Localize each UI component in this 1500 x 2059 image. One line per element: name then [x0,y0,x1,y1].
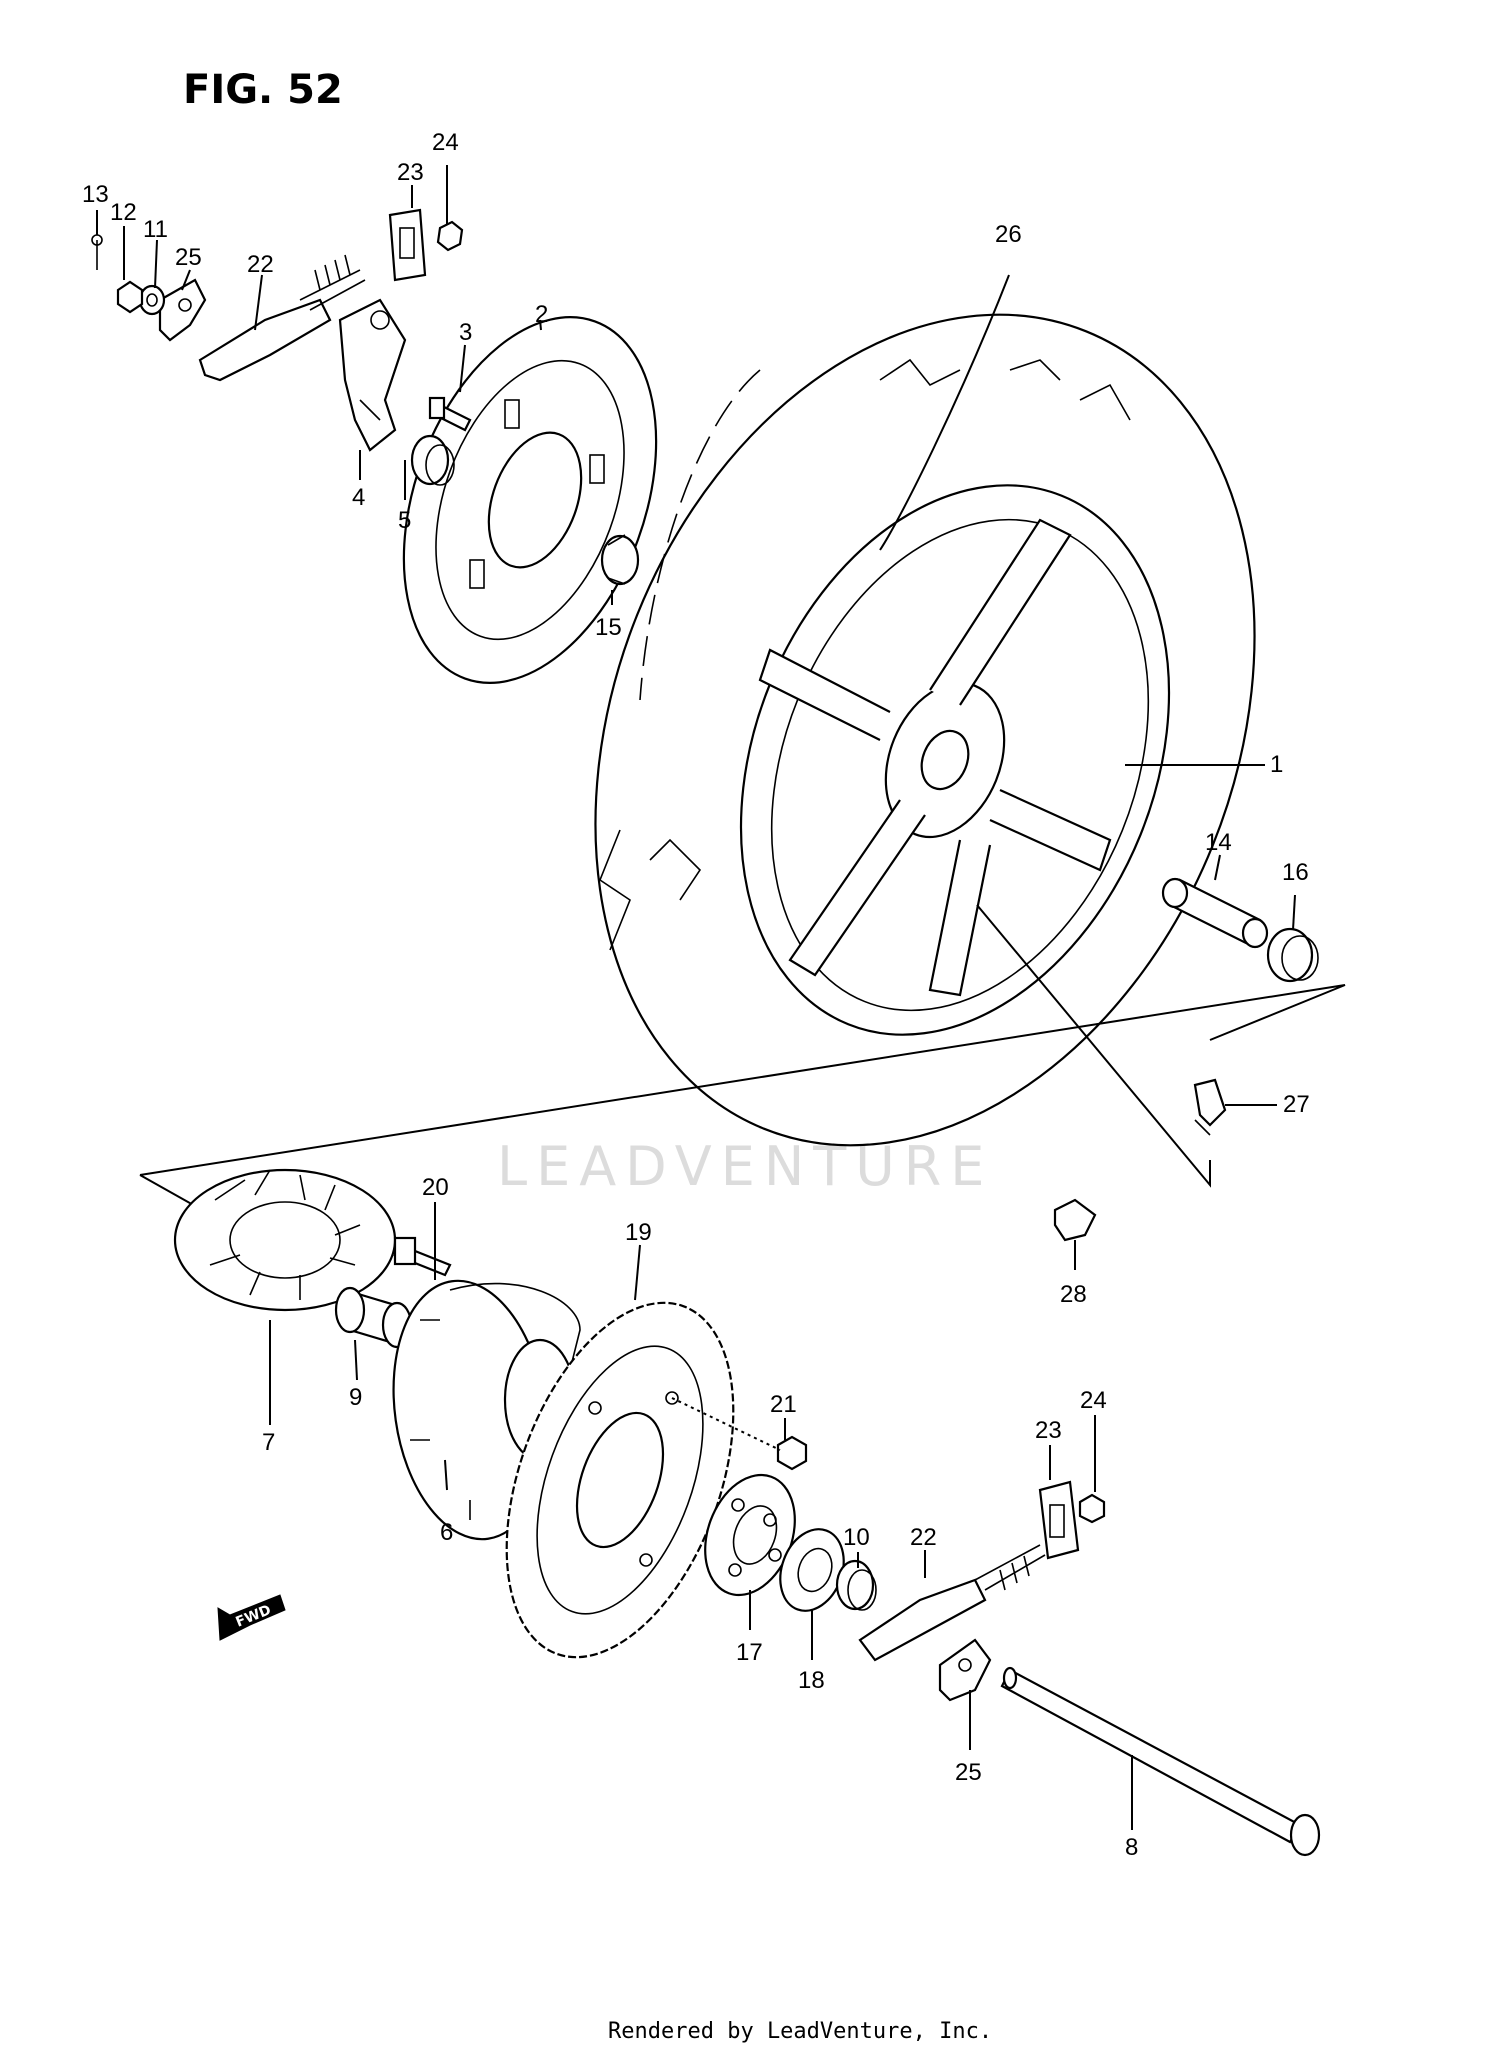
watermark-text: LEADVENTURE [497,1135,993,1198]
bushing-5 [410,434,455,486]
callout-11: 11 [143,216,168,243]
callout-28: 28 [1060,1281,1087,1308]
callout-16: 16 [1282,859,1309,886]
collar-10 [835,1559,877,1611]
cotter-pin-13 [91,234,103,270]
chain-adjuster-upper [198,254,366,382]
adjuster-plate-upper [158,278,207,342]
callout-10: 10 [843,1524,870,1551]
callout-2: 2 [535,301,548,328]
nut-24-upper [436,220,464,252]
callout-4: 4 [352,484,365,511]
rear-axle [1000,1666,1321,1857]
callout-24-lower: 24 [1080,1387,1107,1414]
callout-21: 21 [770,1391,797,1418]
callout-1: 1 [1270,751,1283,778]
brake-disc [402,316,658,684]
spacer-15 [600,534,640,586]
callout-18: 18 [798,1667,825,1694]
washer-11 [138,284,166,316]
callout-19: 19 [625,1219,652,1246]
footer-credit: Rendered by LeadVenture, Inc. [608,2019,992,2044]
adjuster-stopper-lower [1038,1480,1080,1560]
axle-spacer-14 [1161,877,1269,949]
callout-26: 26 [995,221,1022,248]
callout-17: 17 [736,1639,763,1666]
callout-20: 20 [422,1174,449,1201]
tire-valve [1193,1078,1227,1136]
nut-24-lower [1078,1493,1106,1524]
callout-6: 6 [440,1519,453,1546]
assembly-divider-line [139,984,1346,1176]
callout-labels: 1 2 3 4 5 6 7 8 9 10 11 12 13 14 15 16 1… [82,129,1310,1861]
bolt-3 [428,396,472,432]
callout-8: 8 [1125,1834,1138,1861]
chain-adjuster-lower [858,1544,1046,1662]
callout-14: 14 [1205,829,1232,856]
callout-9: 9 [349,1384,362,1411]
bearing-17 [704,1473,796,1597]
callout-22-lower: 22 [910,1524,937,1551]
bushing-16 [1266,927,1319,983]
leader-lines [96,165,1296,1830]
bolt-20 [393,1236,452,1277]
rear-wheel [739,484,1171,1036]
callout-24-upper: 24 [432,129,459,156]
callout-22-upper: 22 [247,251,274,278]
callout-27: 27 [1283,1091,1310,1118]
caliper-bracket [338,298,407,452]
callout-5: 5 [398,507,411,534]
cush-drive-damper [173,1168,397,1312]
nut-21 [671,1397,808,1471]
callout-7: 7 [262,1429,275,1456]
spacer-28 [1053,1198,1097,1242]
figure-title: FIG. 52 [183,67,343,113]
callout-25-upper: 25 [175,244,202,271]
forward-direction-indicator: FWD [217,1594,286,1641]
callout-23-lower: 23 [1035,1417,1062,1444]
collar-9 [334,1286,413,1349]
adjuster-stopper-upper [388,208,427,282]
callout-3: 3 [459,319,472,346]
adjuster-plate-lower [938,1638,992,1702]
callout-15: 15 [595,614,622,641]
callout-13: 13 [82,181,109,208]
callout-12: 12 [110,199,137,226]
callout-25-lower: 25 [955,1759,982,1786]
nut-12 [116,280,144,314]
rear-sprocket [505,1301,735,1659]
callout-23-upper: 23 [397,159,424,186]
